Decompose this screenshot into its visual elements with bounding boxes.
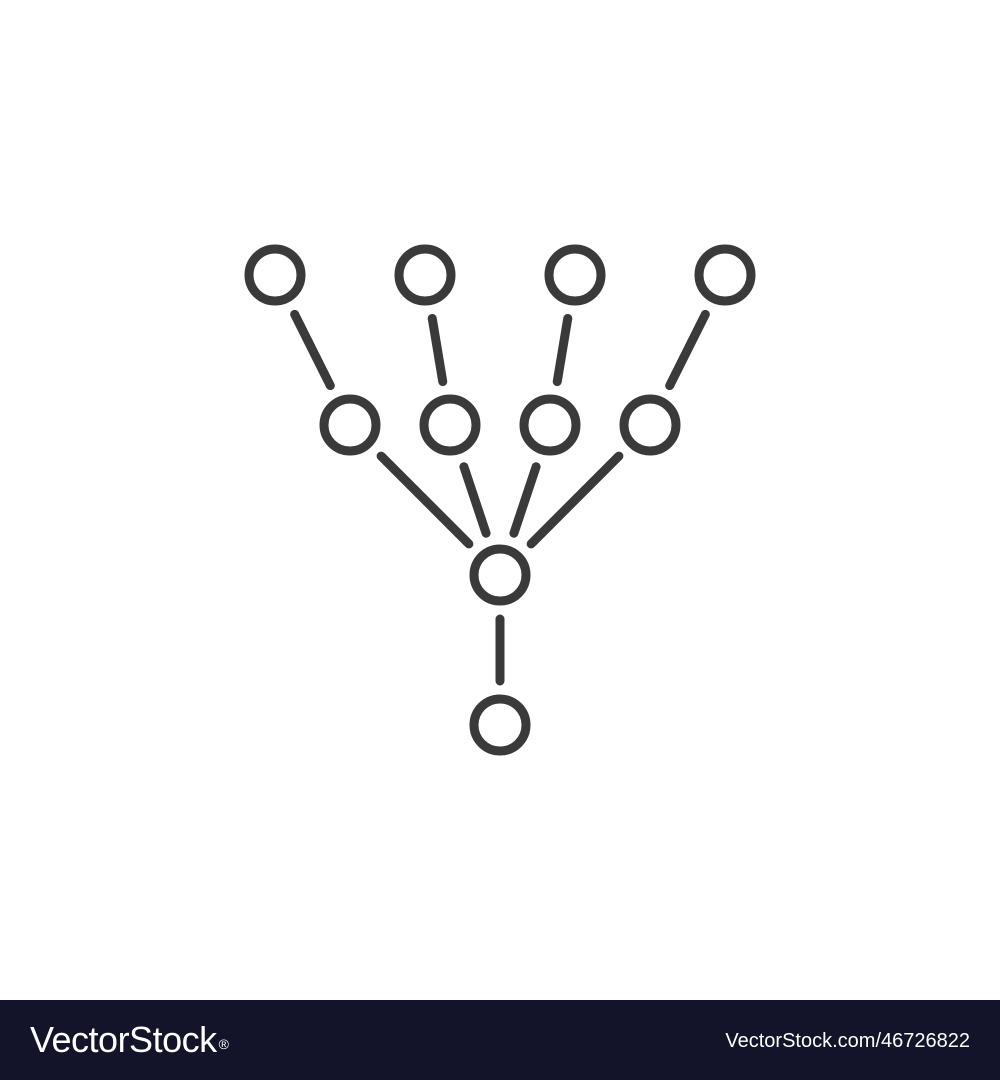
node-root (469, 694, 531, 756)
brand-name: VectorStock (30, 1019, 217, 1060)
edge-top-3-mid-3 (552, 313, 573, 387)
nodes-layer (244, 244, 756, 756)
edge-mid-1-hub (376, 451, 474, 549)
footer-bar: VectorStock® VectorStock.com/46726822 (0, 1000, 1000, 1080)
node-hub (469, 544, 531, 606)
node-top-3 (544, 244, 606, 306)
edge-mid-3-hub (509, 462, 541, 538)
edges-layer (290, 309, 710, 686)
node-mid-4 (619, 394, 681, 456)
edge-top-2-mid-2 (427, 313, 448, 387)
node-mid-3 (519, 394, 581, 456)
registered-mark: ® (218, 1036, 229, 1052)
tree-diagram (244, 244, 756, 756)
node-mid-2 (419, 394, 481, 456)
brand-logo: VectorStock® (30, 1018, 229, 1062)
edge-top-4-mid-4 (665, 309, 710, 391)
image-id: VectorStock.com/46726822 (725, 1030, 970, 1052)
edge-mid-4-hub (526, 451, 624, 549)
diagram-canvas (244, 244, 756, 756)
edge-top-1-mid-1 (290, 309, 335, 391)
edge-mid-2-hub (459, 462, 491, 538)
node-top-4 (694, 244, 756, 306)
node-top-1 (244, 244, 306, 306)
node-top-2 (394, 244, 456, 306)
node-mid-1 (319, 394, 381, 456)
